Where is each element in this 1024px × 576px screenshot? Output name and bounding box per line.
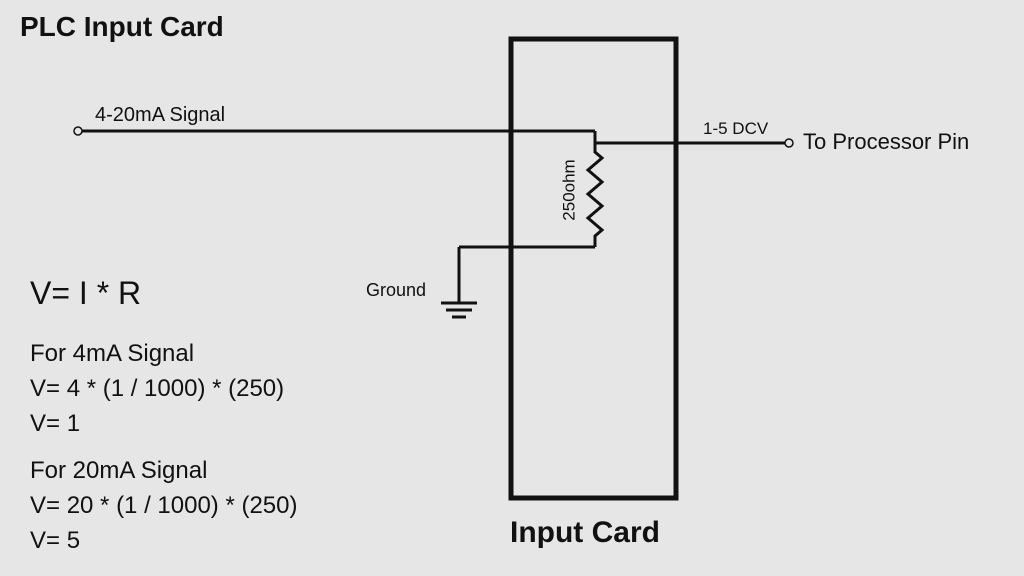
input-terminal-icon bbox=[73, 126, 83, 136]
ground-icon bbox=[441, 301, 477, 319]
calc-20ma-equation: V= 20 * (1 / 1000) * (250) bbox=[30, 492, 298, 519]
input-card-box bbox=[508, 36, 679, 501]
calc-4ma-equation: V= 4 * (1 / 1000) * (250) bbox=[30, 375, 285, 402]
input-card-label: Input Card bbox=[510, 516, 660, 549]
calc-4ma-heading: For 4mA Signal bbox=[30, 340, 195, 367]
calc-4ma-block: For 4mA Signal V= 4 * (1 / 1000) * (250)… bbox=[30, 336, 284, 441]
destination-label: To Processor Pin bbox=[803, 129, 970, 154]
calc-4ma-result: V= 1 bbox=[30, 410, 81, 437]
main-formula: V= I * R bbox=[30, 275, 142, 311]
calc-20ma-block: For 20mA Signal V= 20 * (1 / 1000) * (25… bbox=[30, 453, 298, 558]
resistor-label: 250ohm bbox=[559, 159, 579, 221]
calc-20ma-heading: For 20mA Signal bbox=[30, 457, 208, 484]
output-terminal-icon bbox=[784, 138, 794, 148]
input-signal-label: 4-20mA Signal bbox=[95, 104, 226, 126]
resistor-icon bbox=[585, 143, 605, 247]
output-voltage-label: 1-5 DCV bbox=[703, 119, 769, 138]
ground-label: Ground bbox=[366, 280, 427, 300]
page-title: PLC Input Card bbox=[20, 11, 224, 42]
calc-20ma-result: V= 5 bbox=[30, 527, 81, 554]
